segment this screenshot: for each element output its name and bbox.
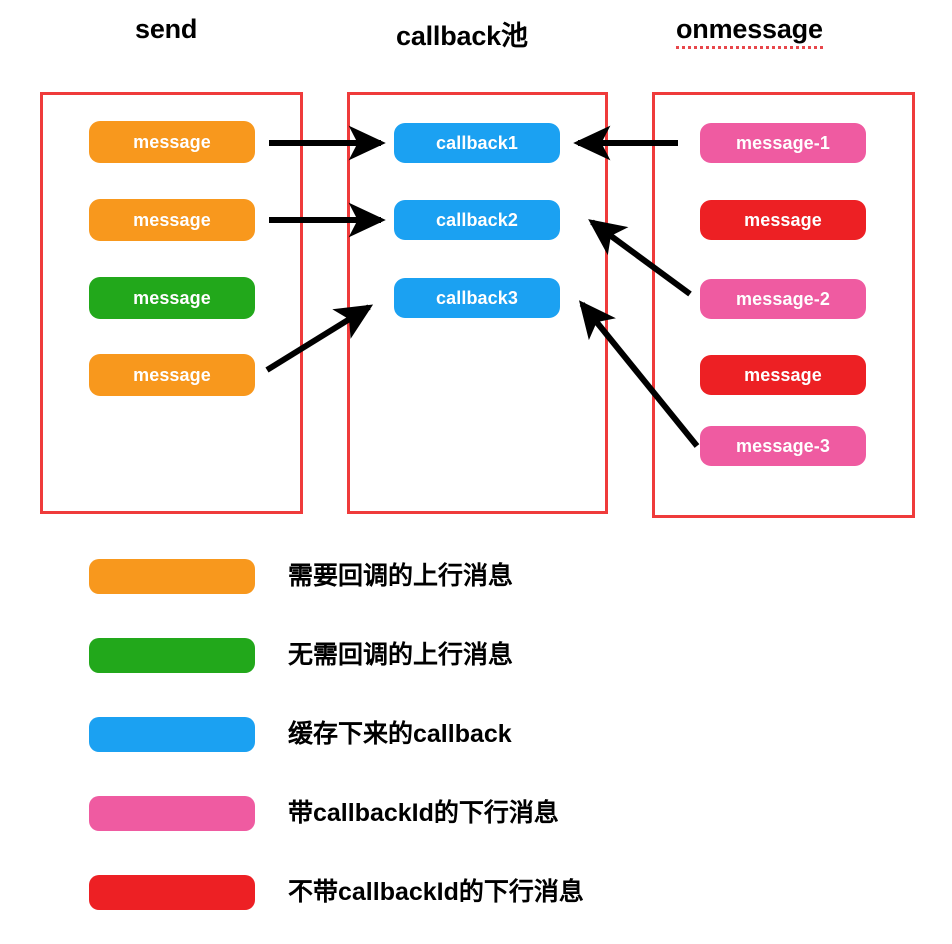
legend-row-orange: 需要回调的上行消息	[89, 548, 909, 604]
legend-swatch-blue	[89, 716, 255, 752]
onmessage-pill-5[interactable]: message-3	[700, 426, 866, 466]
onmessage-pill-4[interactable]: message	[700, 355, 866, 395]
legend-label-green: 无需回调的上行消息	[288, 640, 514, 669]
callback-pill-3[interactable]: callback3	[394, 278, 560, 318]
legend-label-blue: 缓存下来的callback	[288, 719, 512, 748]
callback-pill-2[interactable]: callback2	[394, 200, 560, 240]
legend-label-red: 不带callbackId的下行消息	[288, 877, 584, 906]
legend-swatch-red	[89, 874, 255, 910]
legend-row-red: 不带callbackId的下行消息	[89, 864, 909, 920]
onmessage-pill-3[interactable]: message-2	[700, 279, 866, 319]
legend-swatch-pink	[89, 795, 255, 831]
column-title-onmessage: onmessage	[676, 14, 823, 49]
legend-row-green: 无需回调的上行消息	[89, 627, 909, 683]
legend-label-orange: 需要回调的上行消息	[288, 561, 514, 590]
legend-swatch-green	[89, 637, 255, 673]
column-title-send: send	[135, 14, 198, 44]
send-pill-3[interactable]: message	[89, 277, 255, 319]
send-pill-1[interactable]: message	[89, 121, 255, 163]
onmessage-pill-2[interactable]: message	[700, 200, 866, 240]
column-frame-send	[40, 92, 303, 514]
onmessage-pill-1[interactable]: message-1	[700, 123, 866, 163]
legend-row-blue: 缓存下来的callback	[89, 706, 909, 762]
legend-row-pink: 带callbackId的下行消息	[89, 785, 909, 841]
callback-pill-1[interactable]: callback1	[394, 123, 560, 163]
send-pill-2[interactable]: message	[89, 199, 255, 241]
legend-label-pink: 带callbackId的下行消息	[288, 798, 559, 827]
legend-swatch-orange	[89, 558, 255, 594]
column-title-callback-pool: callback池	[396, 21, 528, 51]
send-pill-4[interactable]: message	[89, 354, 255, 396]
